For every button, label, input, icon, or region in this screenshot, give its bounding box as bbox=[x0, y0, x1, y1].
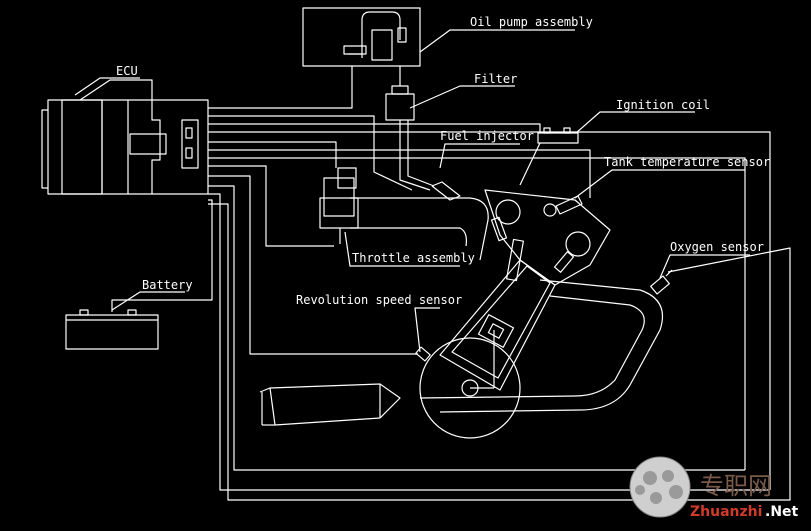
watermark-chinese: 专职网 bbox=[700, 472, 772, 500]
ecu-unit bbox=[41, 79, 209, 195]
crankcase bbox=[419, 337, 521, 439]
watermark: 专职网 Zhuanzhi .Net bbox=[629, 456, 799, 520]
tank-temperature-sensor bbox=[543, 195, 583, 217]
watermark-latin-a: Zhuanzhi bbox=[690, 504, 762, 520]
label-ecu: ECU bbox=[116, 64, 138, 78]
label-oil-pump: Oil pump assembly bbox=[470, 15, 593, 29]
label-ignition-coil: Ignition coil bbox=[616, 98, 710, 112]
oil-pump-assembly bbox=[302, 7, 421, 67]
wiring-harness bbox=[111, 66, 791, 501]
label-filter: Filter bbox=[474, 72, 517, 86]
exhaust-system bbox=[259, 279, 664, 426]
label-revolution-sensor: Revolution speed sensor bbox=[296, 293, 462, 307]
label-fuel-injector: Fuel injector bbox=[440, 129, 534, 143]
engine-cylinder bbox=[439, 189, 611, 391]
label-battery: Battery bbox=[142, 278, 193, 292]
label-throttle: Throttle assembly bbox=[352, 251, 475, 265]
revolution-speed-sensor bbox=[415, 346, 431, 362]
label-oxygen-sensor: Oxygen sensor bbox=[670, 240, 764, 254]
battery bbox=[65, 309, 159, 350]
watermark-latin-b: .Net bbox=[765, 504, 799, 520]
throttle-assembly bbox=[319, 167, 489, 261]
label-tank-temp-sensor: Tank temperature sensor bbox=[604, 155, 770, 169]
